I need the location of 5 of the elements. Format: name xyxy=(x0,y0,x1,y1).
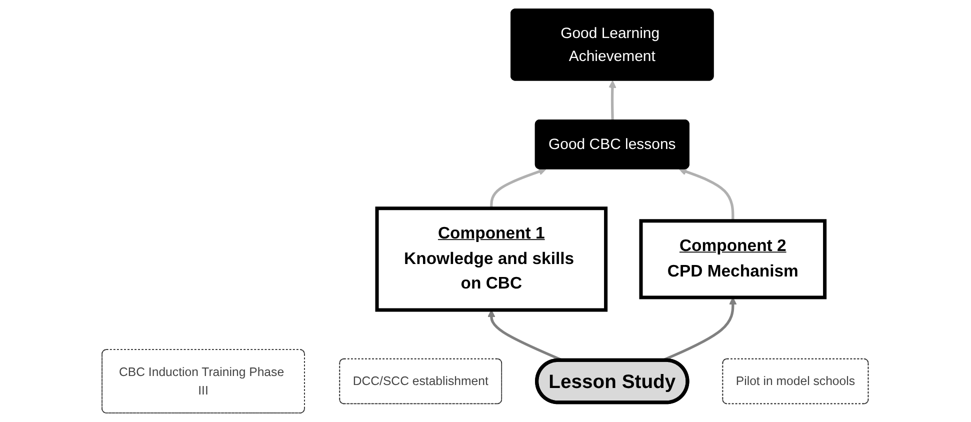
arrow xyxy=(608,80,617,120)
node-box: Component 1 Knowledge and skills on CBC xyxy=(376,206,608,312)
arrow xyxy=(679,168,735,221)
node-box: Component 2 CPD Mechanism xyxy=(640,219,827,300)
arrow xyxy=(490,168,547,208)
